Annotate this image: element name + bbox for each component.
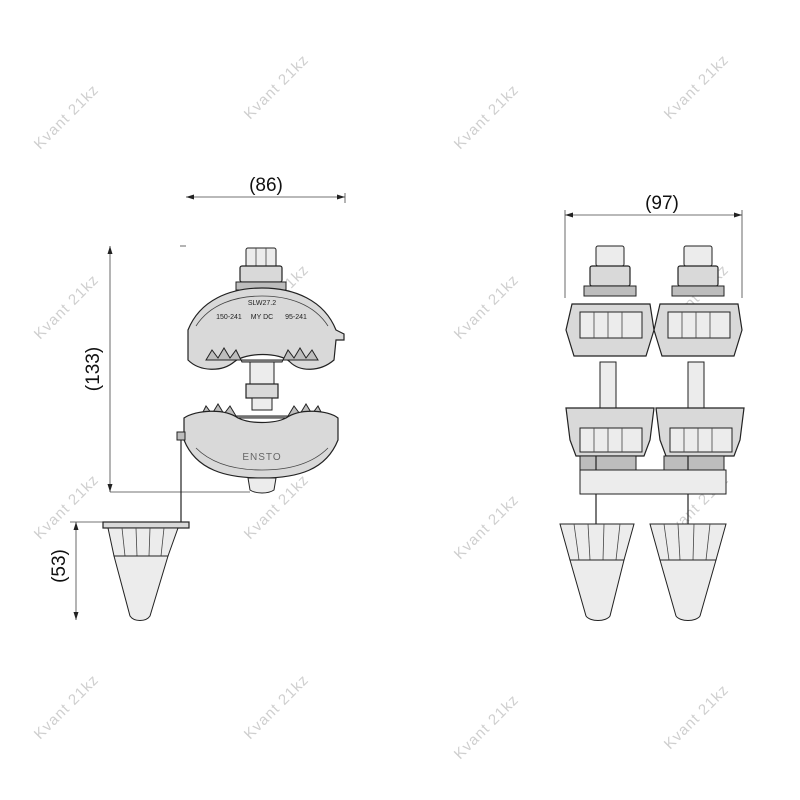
connector-side-view-left xyxy=(565,245,655,524)
watermark-text: Kvant 21kz xyxy=(31,471,103,543)
watermark-text: Kvant 21kz xyxy=(661,681,733,753)
main-range-marking: 150-241 xyxy=(216,314,242,321)
bolt-collar xyxy=(245,383,279,399)
dimension-height-left: (133) xyxy=(83,245,250,493)
watermark-text: Kvant 21kz xyxy=(451,81,523,153)
upper-teeth xyxy=(205,347,319,363)
dimension-top-width-left: (86) xyxy=(186,175,346,203)
end-cap-right-2 xyxy=(649,523,727,621)
shear-head-nut xyxy=(245,247,277,269)
connector-side-view-right xyxy=(653,245,745,524)
center-bolt xyxy=(249,361,275,385)
dimension-cap-height-left: (53) xyxy=(49,521,104,620)
tap-range-marking: 95-241 xyxy=(285,314,307,321)
watermark-text: Kvant 21kz xyxy=(241,51,313,123)
lower-housing xyxy=(183,410,339,479)
end-cap-left xyxy=(102,521,190,621)
watermark-text: Kvant 21kz xyxy=(31,81,103,153)
upper-housing xyxy=(187,287,345,370)
hex-nut xyxy=(239,265,283,283)
dimension-label-133: (133) xyxy=(83,347,104,391)
bottom-stem xyxy=(247,477,277,494)
brand-marking: ENSTO xyxy=(242,452,281,463)
dimension-label-86: (86) xyxy=(249,175,283,196)
watermark-text: Kvant 21kz xyxy=(451,271,523,343)
watermark-text: Kvant 21kz xyxy=(241,671,313,743)
connector-front-view: SLW27.2 150-241 MY DC 95-241 ENSTO xyxy=(176,247,345,524)
watermark-text: Kvant 21kz xyxy=(31,671,103,743)
watermark-text: Kvant 21kz xyxy=(31,271,103,343)
center-marking: MY DC xyxy=(251,314,273,321)
dimension-top-width-right: (97) xyxy=(564,193,743,298)
watermark: Kvant 21kz Kvant 21kz Kvant 21kz Kvant 2… xyxy=(31,51,733,763)
watermark-text: Kvant 21kz xyxy=(451,491,523,563)
base-plate xyxy=(579,469,727,495)
watermark-text: Kvant 21kz xyxy=(661,51,733,123)
model-marking: SLW27.2 xyxy=(248,300,276,307)
dimension-label-53: (53) xyxy=(49,549,70,583)
end-cap-right-1 xyxy=(559,523,635,621)
watermark-text: Kvant 21kz xyxy=(451,691,523,763)
dimension-label-97: (97) xyxy=(645,193,679,214)
